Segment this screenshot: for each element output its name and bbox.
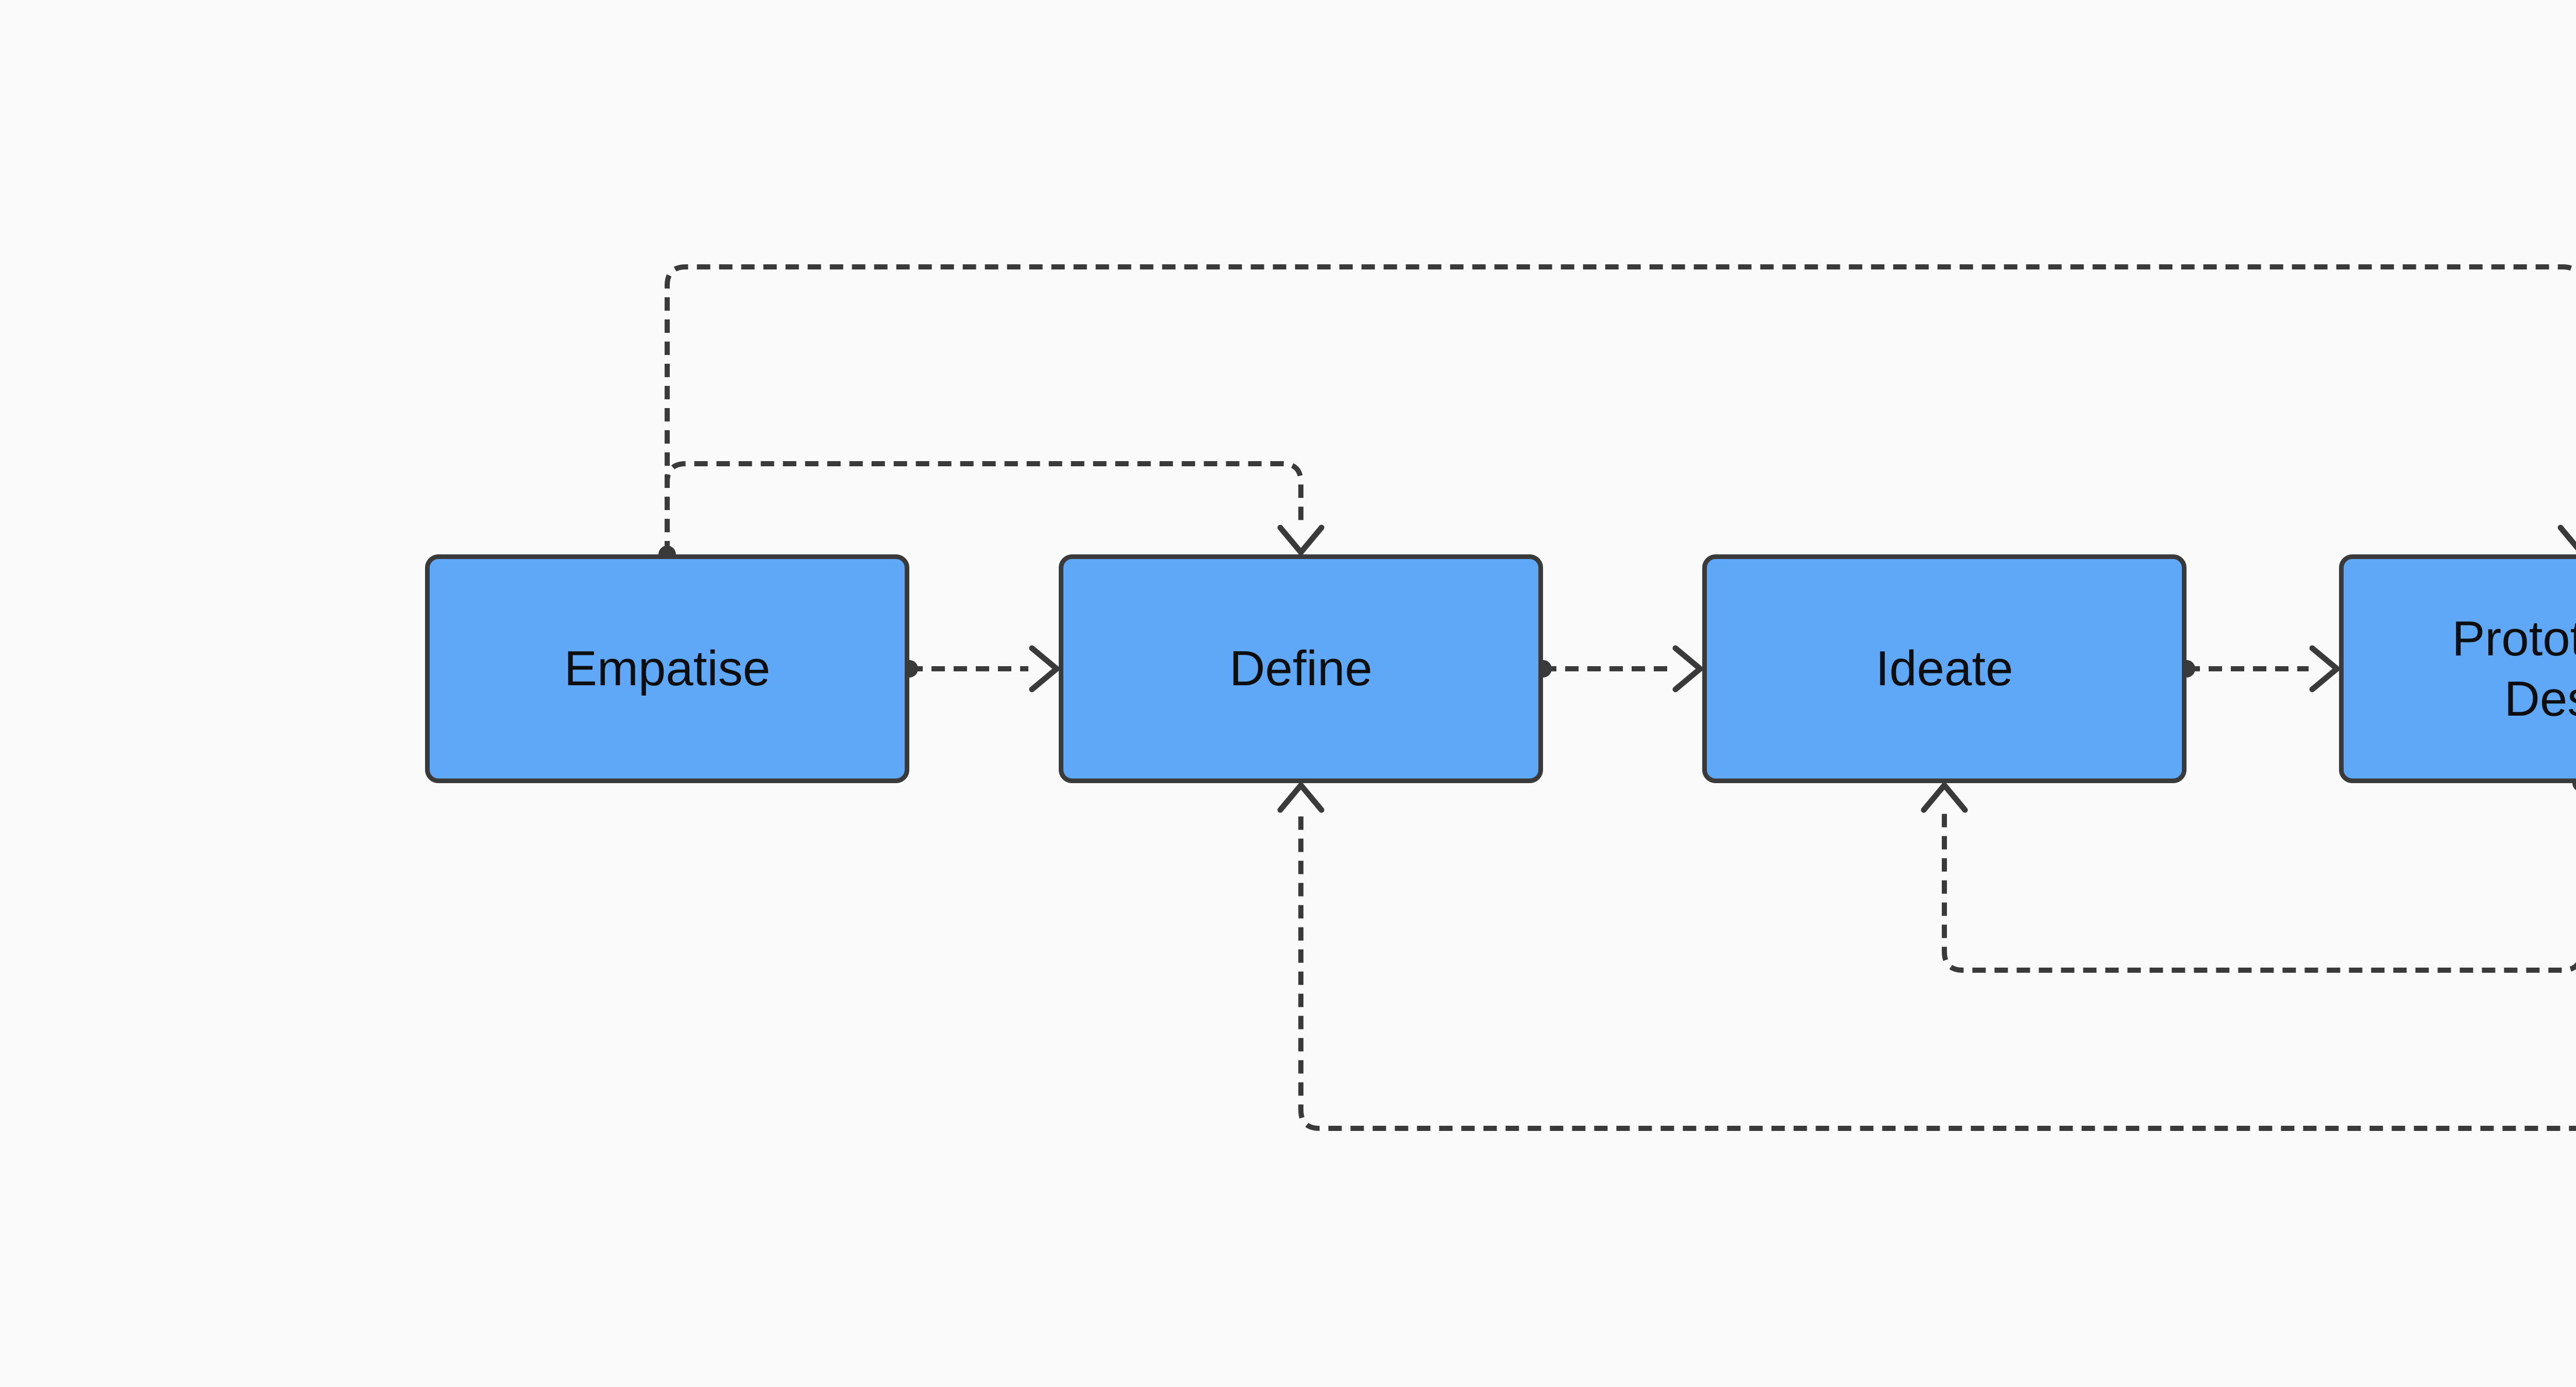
arrowhead-up-icon (1921, 782, 1968, 813)
arrowhead-right-icon (1672, 645, 1703, 692)
node-ideate[interactable]: Ideate (1702, 554, 2187, 783)
node-label: Ideate (1875, 641, 2013, 697)
connector-loop-empatise-to-prototype[interactable] (658, 264, 2576, 563)
connector-loop-test-to-define[interactable] (1277, 774, 2576, 1131)
arrowhead-right-icon (1029, 645, 1060, 692)
connector-flow-empatise-to-define[interactable] (901, 645, 1060, 692)
connector-flow-define-to-ideate[interactable] (1534, 645, 1703, 692)
edge-line (1942, 812, 2576, 973)
arrowhead-right-icon (2309, 645, 2340, 692)
arrowhead-up-icon (1277, 782, 1325, 813)
arrowhead-down-icon (1277, 525, 1325, 555)
node-define[interactable]: Define (1059, 554, 1543, 783)
node-label: Empatise (564, 641, 771, 697)
node-empatise[interactable]: Empatise (425, 554, 909, 783)
edge-line (1298, 812, 2576, 1131)
node-label: Prototype & (2452, 611, 2576, 666)
connector-flow-ideate-to-prototype[interactable] (2178, 645, 2340, 692)
node-label: Define (1229, 641, 1372, 697)
arrowhead-down-icon (2557, 525, 2576, 551)
node-label: Design (2504, 671, 2576, 726)
edge-line (665, 264, 2576, 554)
node-prototype-design[interactable]: Prototype &Design (2339, 554, 2576, 783)
connector-loop-empatise-to-define[interactable] (665, 461, 1325, 555)
edge-line (665, 461, 1303, 554)
connector-loop-prototype-to-ideate[interactable] (1921, 774, 2576, 973)
